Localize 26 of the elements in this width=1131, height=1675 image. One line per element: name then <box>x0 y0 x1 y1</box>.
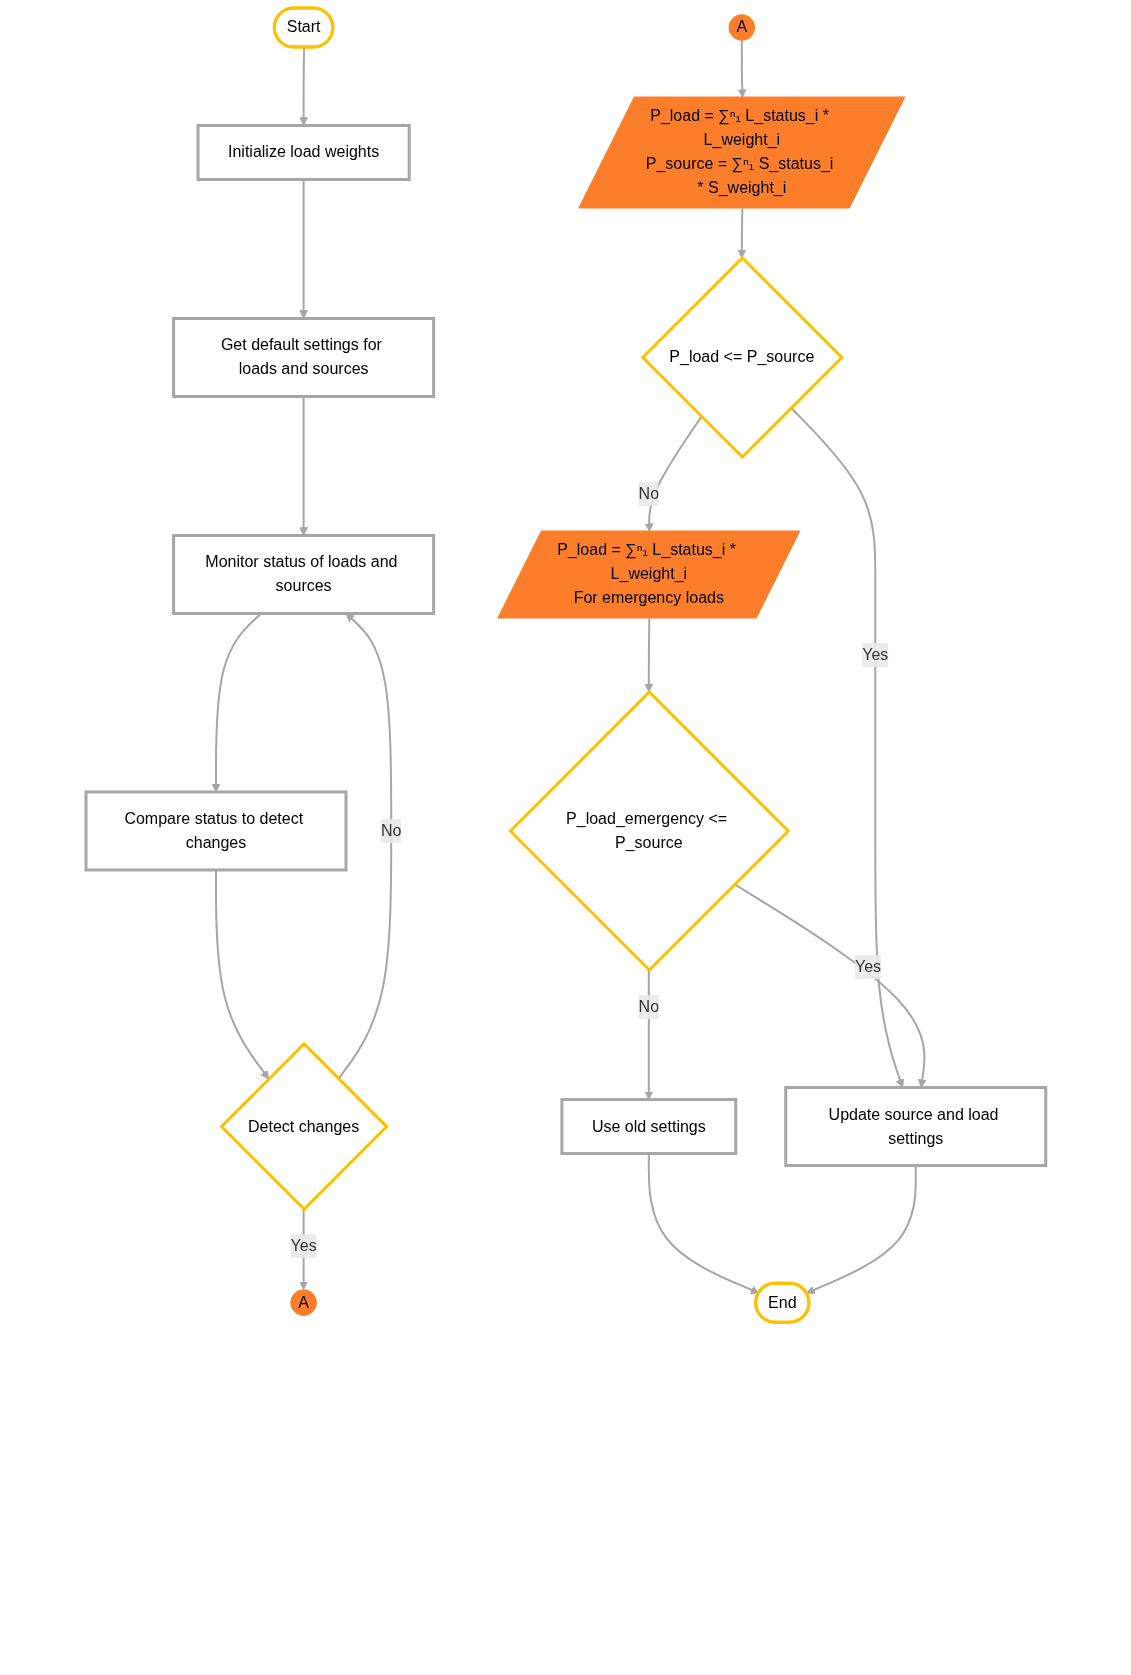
node-box: Get default settings for loads and sources <box>171 317 435 398</box>
arrow <box>644 969 653 1100</box>
node-diamond: P_load_emergency <= P_source <box>507 689 791 973</box>
arrow <box>737 39 747 98</box>
arrow <box>733 883 927 1088</box>
edge-label: Yes <box>861 645 888 663</box>
edge-label: Yes <box>854 958 881 976</box>
node-box: Monitor status of loads and sources <box>171 534 435 615</box>
node-circle: A <box>728 14 755 41</box>
arrow <box>737 207 746 259</box>
node-circle: A <box>289 1289 317 1316</box>
node-box: Initialize load weights <box>196 124 411 181</box>
arrow <box>644 617 653 693</box>
arrow <box>644 415 703 532</box>
arrow <box>214 869 269 1080</box>
arrow <box>337 613 392 1080</box>
edge-label: No <box>638 484 659 502</box>
edge-label: No <box>638 997 659 1015</box>
edge-label: No <box>380 821 402 839</box>
node-box: Use old settings <box>560 1098 737 1156</box>
node-diamond: P_load <= P_source <box>640 255 844 460</box>
node-box: Compare status to detect changes <box>84 790 348 872</box>
edge-label: Yes <box>290 1237 317 1255</box>
arrow <box>789 406 904 1088</box>
node-diamond: Detect changes <box>219 1041 389 1212</box>
node-box: Update source and load settings <box>783 1086 1047 1168</box>
